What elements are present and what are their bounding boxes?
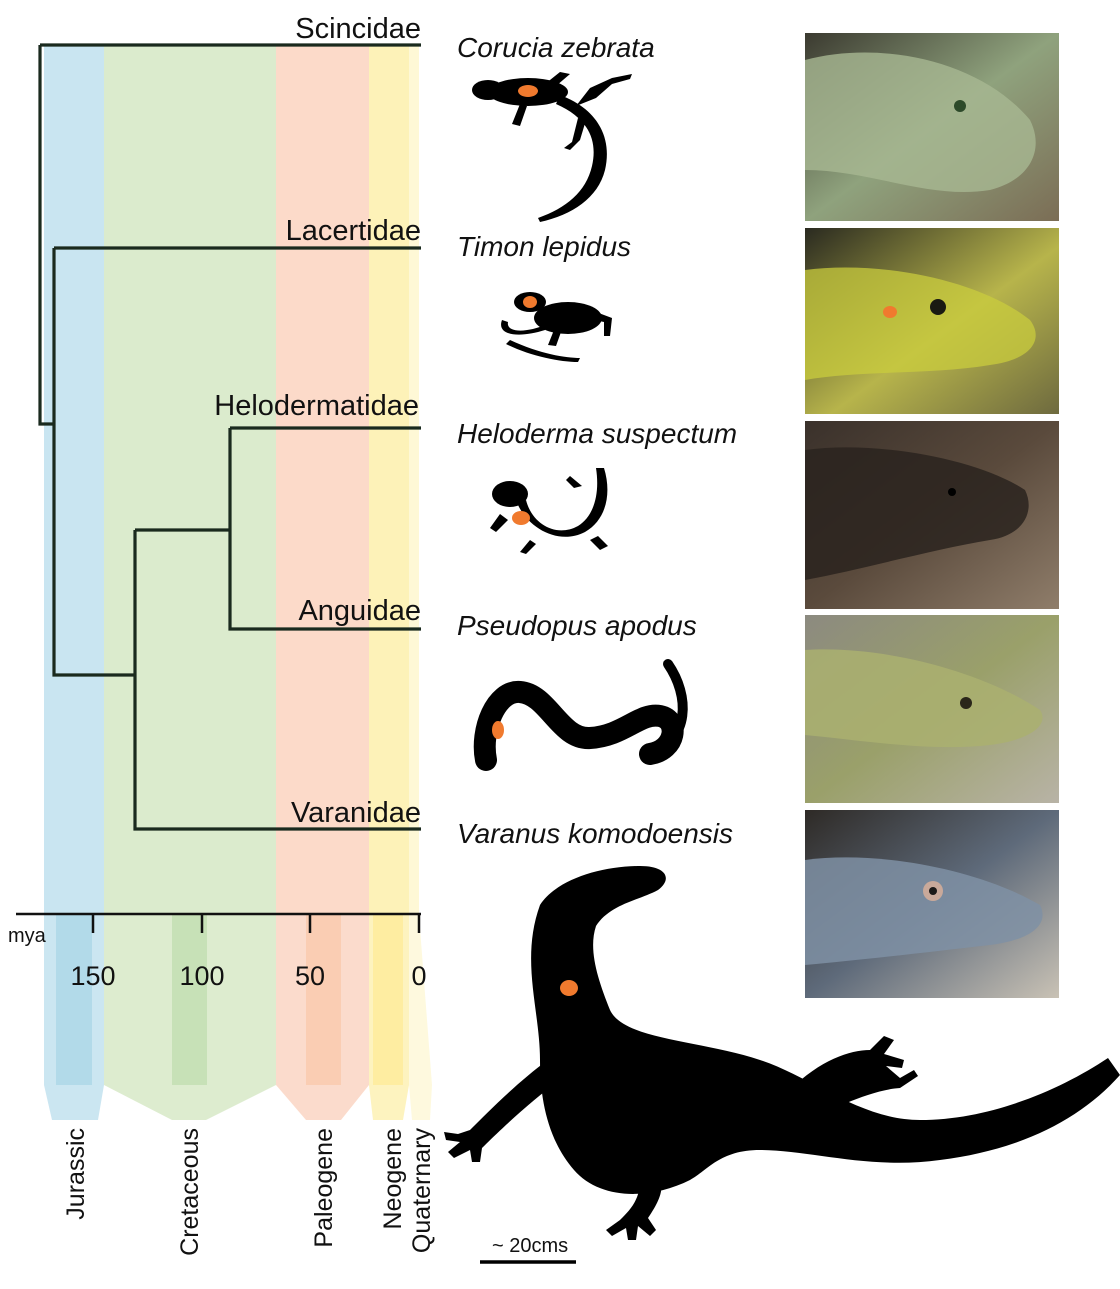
period-label-quaternary: Quaternary: [408, 1128, 436, 1254]
photo-varanus: [805, 810, 1059, 998]
marker-varanus: [560, 980, 578, 996]
band-paleogene: [276, 45, 369, 915]
silhouette-corucia: [472, 72, 632, 222]
tick-label-50: 50: [295, 961, 325, 991]
marker-pseudopus: [492, 721, 504, 739]
legend-cretaceous-core: [172, 915, 207, 1085]
band-cretaceous: [104, 45, 276, 915]
band-neogene: [369, 45, 409, 915]
marker-corucia: [518, 85, 538, 97]
tick-label-150: 150: [70, 961, 115, 991]
silhouette-heloderma: [490, 468, 608, 554]
photo-corucia: [805, 33, 1059, 221]
axis-unit-label: mya: [8, 925, 47, 947]
period-label-neogene: Neogene: [379, 1128, 407, 1229]
species-name-heloderma: Heloderma suspectum: [457, 418, 737, 449]
period-label-paleogene: Paleogene: [310, 1128, 338, 1248]
period-label-jurassic: Jurassic: [62, 1128, 90, 1220]
silhouette-timon: [501, 292, 612, 362]
marker-heloderma: [512, 511, 530, 525]
taxon-label-scincidae: Scincidae: [295, 13, 421, 45]
legend-jurassic-core: [56, 915, 92, 1085]
period-label-cretaceous: Cretaceous: [176, 1128, 204, 1256]
photo-pseudopus: [805, 615, 1059, 803]
scale-bar-label: ~ 20cms: [492, 1235, 568, 1257]
photo-timon: [805, 228, 1059, 414]
legend-paleogene-core: [306, 915, 341, 1085]
taxon-label-anguidae: Anguidae: [298, 595, 421, 627]
silhouette-pseudopus: [485, 664, 683, 760]
species-name-varanus: Varanus komodoensis: [457, 818, 733, 849]
tick-label-100: 100: [179, 961, 224, 991]
legend-quaternary: [409, 915, 432, 1120]
taxon-label-varanidae: Varanidae: [291, 797, 421, 829]
taxon-label-helodermatidae: Helodermatidae: [214, 390, 419, 422]
photo-heloderma: [805, 421, 1059, 609]
taxon-label-lacertidae: Lacertidae: [286, 215, 421, 247]
species-name-pseudopus: Pseudopus apodus: [457, 610, 697, 641]
band-quaternary: [409, 45, 419, 915]
species-name-corucia: Corucia zebrata: [457, 32, 655, 63]
period-legend: [44, 915, 432, 1120]
legend-neogene-core: [373, 915, 403, 1085]
marker-timon: [523, 296, 537, 308]
tick-label-0: 0: [411, 961, 426, 991]
species-name-timon: Timon lepidus: [457, 231, 631, 262]
